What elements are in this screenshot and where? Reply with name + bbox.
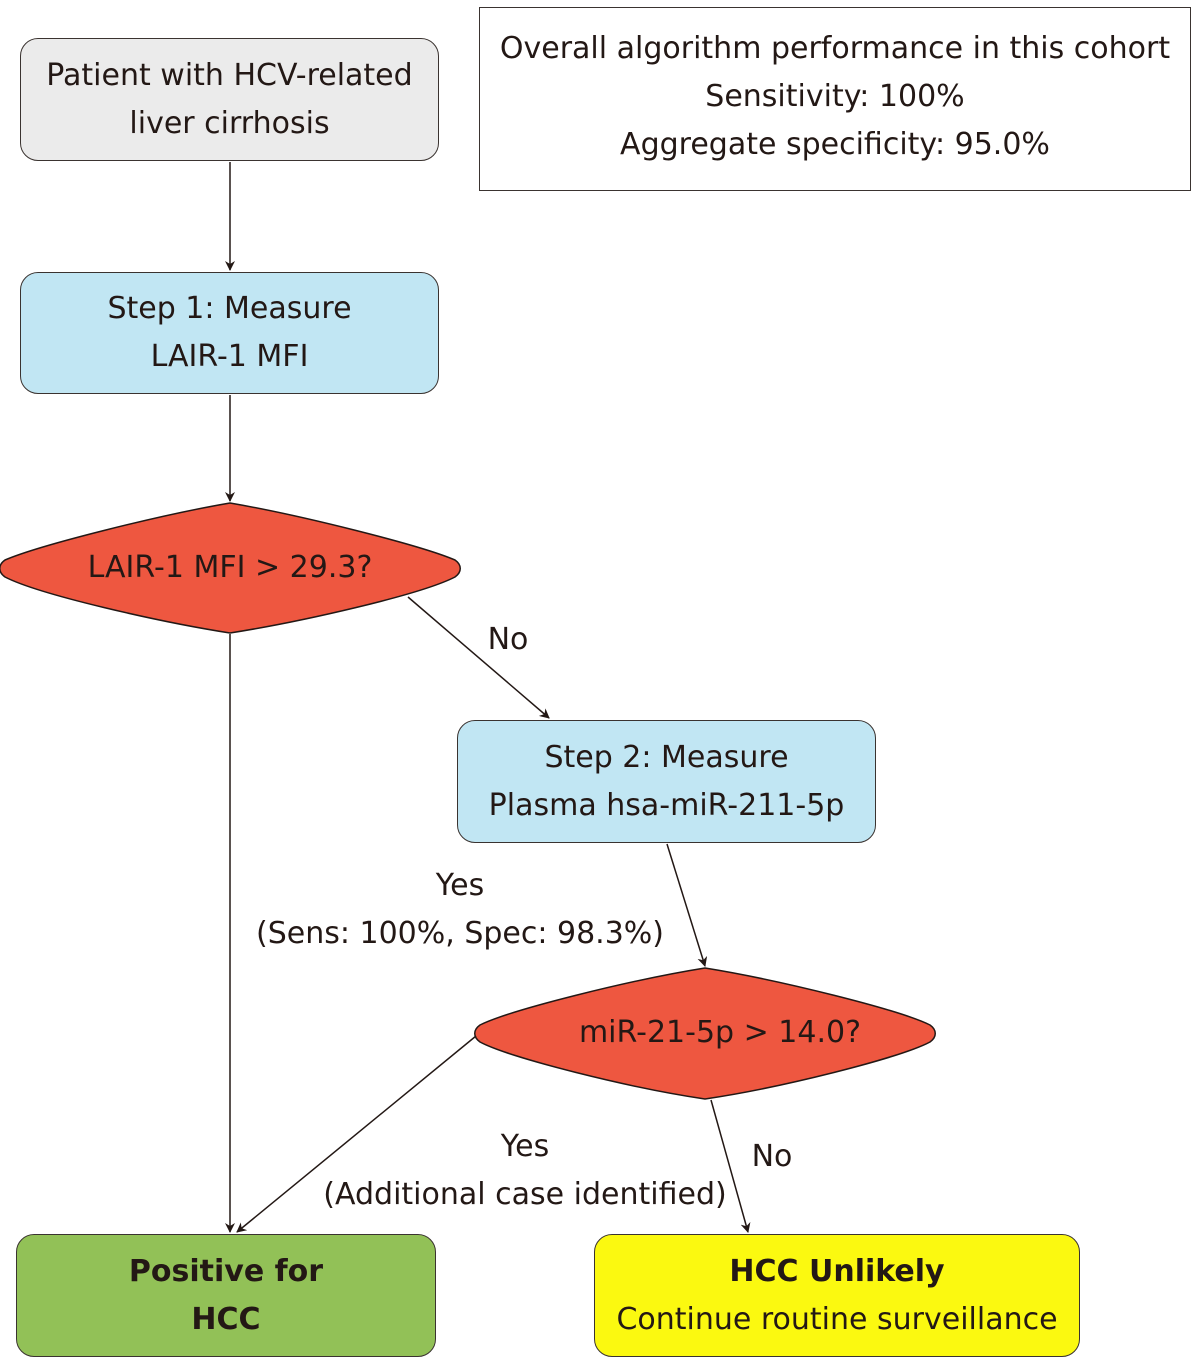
decision1-label: LAIR-1 MFI > 29.3? bbox=[87, 550, 373, 585]
positive-node-line2: HCC bbox=[191, 1301, 261, 1337]
edge-label-decision2-no: No bbox=[751, 1139, 793, 1174]
edge-label-decision1-yes-line1: Yes bbox=[435, 868, 485, 903]
edge-decision2-no bbox=[710, 1099, 751, 1233]
edge-label-decision2-yes: Yes (Additional case identified) bbox=[320, 1123, 730, 1219]
start-node-line1: Patient with HCV-related bbox=[46, 57, 413, 93]
edge-label-decision1-yes: Yes (Sens: 100%, Spec: 98.3%) bbox=[240, 862, 680, 958]
summary-specificity: Aggregate specificity: 95.0% bbox=[620, 127, 1050, 162]
summary-title: Overall algorithm performance in this co… bbox=[499, 31, 1171, 66]
performance-summary-box: Overall algorithm performance in this co… bbox=[479, 7, 1191, 191]
decision2-label: miR-21-5p > 14.0? bbox=[578, 1015, 862, 1050]
edge-label-decision1-yes-line2: (Sens: 100%, Spec: 98.3%) bbox=[255, 916, 665, 951]
edge-label-decision2-yes-line1: Yes bbox=[500, 1129, 550, 1164]
edge-label-decision1-no: No bbox=[487, 622, 529, 657]
edge-step2-to-decision2 bbox=[666, 843, 708, 967]
decision-diamond-mir21 bbox=[474, 967, 936, 1100]
step1-node-line2: LAIR-1 MFI bbox=[150, 339, 309, 374]
decision-diamond-lair1 bbox=[0, 502, 461, 634]
start-node: Patient with HCV-related liver cirrhosis bbox=[20, 38, 439, 161]
hcc-unlikely-node: HCC Unlikely Continue routine surveillan… bbox=[594, 1234, 1080, 1357]
summary-sensitivity: Sensitivity: 100% bbox=[705, 79, 965, 114]
edge-label-decision2-yes-line2: (Additional case identified) bbox=[323, 1177, 727, 1212]
positive-hcc-node: Positive for HCC bbox=[16, 1234, 436, 1357]
edge-decision2-yes bbox=[236, 1035, 477, 1233]
unlikely-node-line2: Continue routine surveillance bbox=[616, 1301, 1058, 1337]
step1-node: Step 1: Measure LAIR-1 MFI bbox=[20, 272, 439, 394]
edge-decision1-no bbox=[407, 596, 550, 719]
step1-node-line1: Step 1: Measure bbox=[107, 291, 352, 326]
step2-node-line2: Plasma hsa-miR-211-5p bbox=[488, 787, 845, 823]
positive-node-line1: Positive for bbox=[128, 1253, 324, 1289]
unlikely-node-line1: HCC Unlikely bbox=[729, 1253, 945, 1289]
step2-node-line1: Step 2: Measure bbox=[544, 739, 789, 775]
start-node-line2: liver cirrhosis bbox=[129, 105, 330, 141]
step2-node: Step 2: Measure Plasma hsa-miR-211-5p bbox=[457, 720, 876, 843]
